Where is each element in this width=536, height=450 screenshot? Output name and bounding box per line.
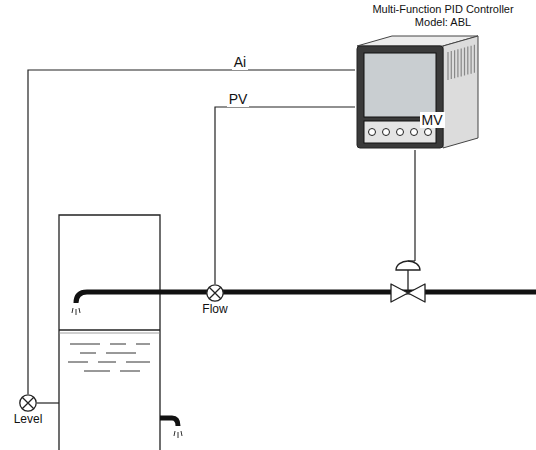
vent-slot: [454, 50, 455, 78]
valve-actuator: [396, 261, 420, 270]
controller-side: [443, 36, 478, 148]
sensor-stub: [37, 402, 59, 403]
key-button: [425, 129, 432, 136]
ripple-stroke: [80, 353, 96, 354]
sensor-cross: [209, 287, 221, 299]
level-sensor: Level: [12, 394, 45, 426]
drip-stroke: [181, 431, 182, 436]
outlet-pipe: [160, 418, 178, 426]
sensor-symbol: [19, 394, 37, 412]
vent-slot: [471, 46, 472, 74]
mv-signal-line: [414, 150, 415, 261]
signal-name: Ai: [232, 54, 248, 70]
water-drips: [174, 431, 182, 438]
ripple-stroke: [126, 362, 150, 363]
water-surface: [59, 333, 160, 334]
drip-stroke: [79, 308, 80, 313]
sensor-label: Flow: [200, 302, 229, 316]
vent-slot: [467, 47, 468, 75]
key-button: [397, 129, 404, 136]
drip-stroke: [174, 431, 175, 436]
flow-sensor: Flow: [200, 284, 229, 316]
vent-slot: [447, 52, 448, 80]
ripple-stroke: [84, 371, 110, 372]
key-button: [383, 129, 390, 136]
controller-vents: [448, 45, 474, 80]
sensor-cross: [22, 397, 34, 409]
controller-buttons: [369, 129, 432, 136]
device-title: Model: ABL: [355, 16, 531, 29]
ripple-stroke: [68, 362, 88, 363]
device-title: Multi-Function PID Controller: [355, 3, 531, 16]
sensor-circle: [207, 285, 223, 301]
vent-slot: [474, 45, 475, 73]
drip-stroke: [178, 432, 179, 438]
sensor-symbol: [206, 284, 224, 302]
signal-line: [215, 107, 355, 284]
water-drips: [72, 308, 80, 315]
water-ripples: [68, 344, 150, 371]
ripple-stroke: [98, 362, 116, 363]
key-button: [411, 129, 418, 136]
mv-signal-line: [408, 260, 415, 261]
sensor-circle: [20, 395, 36, 411]
tank-wall: [59, 215, 160, 450]
signal-name: MV: [420, 112, 445, 128]
ripple-stroke: [120, 371, 140, 372]
controller-bezel: [357, 46, 443, 148]
vent-slot: [457, 49, 458, 77]
ripple-stroke: [70, 344, 100, 345]
sensor-label: Level: [12, 412, 45, 426]
vent-slot: [461, 48, 462, 76]
ripple-stroke: [110, 344, 126, 345]
valve-stem: [407, 270, 408, 293]
key-button: [369, 129, 376, 136]
controller-screen: [364, 53, 436, 117]
ripple-stroke: [106, 353, 136, 354]
ripple-stroke: [136, 344, 150, 345]
inlet-pipe: [76, 292, 536, 303]
signal-line: [28, 70, 355, 394]
water-surface: [59, 329, 160, 330]
drip-stroke: [72, 308, 73, 313]
signal-name: PV: [227, 91, 250, 107]
valve-body: [391, 284, 425, 302]
vent-slot: [464, 48, 465, 76]
vent-slot: [451, 51, 452, 79]
drip-stroke: [76, 309, 77, 315]
